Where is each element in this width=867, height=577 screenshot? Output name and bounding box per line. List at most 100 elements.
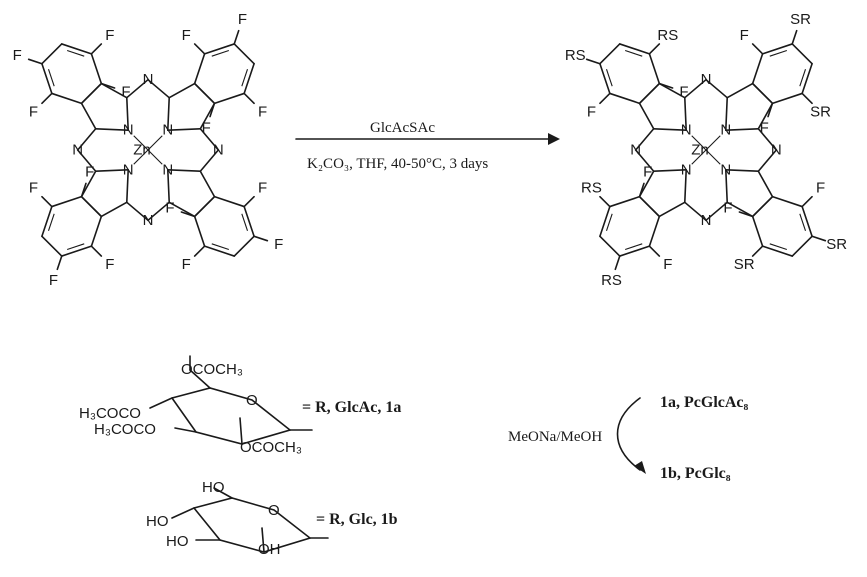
bond [213, 195, 245, 208]
bond [751, 195, 774, 218]
bond [658, 82, 674, 89]
bond [100, 82, 128, 99]
bond [243, 62, 255, 95]
glc-sugar-structure [171, 487, 329, 553]
bond [599, 235, 621, 257]
bond [243, 195, 255, 208]
bond [199, 127, 220, 151]
substituent-f: F [29, 180, 38, 197]
bond [125, 78, 149, 99]
bond [658, 201, 686, 218]
pyrrole-n: N [681, 122, 692, 139]
bond [41, 62, 53, 95]
bond [801, 62, 813, 95]
substituent-f: F [643, 164, 652, 181]
bond [211, 49, 230, 57]
bond [233, 29, 240, 45]
bond [648, 43, 661, 55]
bond [638, 182, 645, 198]
pyrrole-n: N [720, 161, 731, 178]
bond [726, 201, 754, 218]
zn-n-bond [691, 135, 707, 151]
bond [648, 215, 661, 247]
zn-n-bond [133, 135, 149, 151]
bond [605, 68, 613, 87]
bond [757, 102, 774, 130]
deprotection-reagent: MeONa/MeOH [508, 429, 602, 445]
glc-oh-left2: HO [166, 533, 189, 550]
bond [614, 255, 621, 271]
bond [100, 82, 116, 89]
bond [66, 49, 85, 57]
product-1b-label: 1b, PcGlc₈ [660, 465, 731, 482]
bond [253, 235, 269, 242]
glc-oh-top: HO [202, 479, 225, 496]
meso-n: N [701, 71, 712, 88]
glcac-left-group-2: H₃COCO [94, 421, 156, 438]
bond [166, 127, 202, 132]
zn-n-bond [705, 149, 721, 165]
bond [51, 92, 83, 105]
bond [609, 195, 641, 208]
bond [634, 149, 655, 173]
bond [624, 49, 643, 57]
bond [757, 149, 778, 173]
bond [90, 53, 103, 85]
substituent-f: F [165, 200, 174, 217]
bond [761, 43, 794, 55]
bond [751, 43, 764, 55]
zn-n-bond [691, 149, 707, 165]
meso-n: N [143, 212, 154, 229]
bond [648, 53, 661, 85]
bond [51, 195, 83, 208]
bond [125, 201, 149, 222]
glc-label: = R, Glc, 1b [316, 511, 398, 528]
bond [624, 243, 643, 251]
bond [168, 201, 196, 218]
bond [724, 168, 729, 204]
bond [811, 235, 827, 242]
substituent-f: F [816, 180, 825, 197]
bond [757, 170, 774, 198]
bond [199, 102, 216, 130]
bond [801, 195, 813, 208]
bond [90, 43, 103, 55]
substituent-rs: RS [657, 27, 678, 44]
bond [41, 235, 63, 257]
substituent-f: F [29, 103, 38, 120]
bond [799, 68, 807, 87]
bond [66, 243, 85, 251]
glc-o-ring: O [268, 502, 280, 519]
bond [683, 201, 707, 222]
bond [757, 127, 778, 151]
bond [771, 92, 803, 105]
substituent-rs: RS [581, 180, 602, 197]
substituent-f: F [274, 236, 283, 253]
bond [599, 43, 621, 65]
bond [652, 127, 688, 132]
substituent-f: F [760, 119, 769, 136]
bond [769, 243, 788, 251]
substituent-f: F [258, 103, 267, 120]
substituent-f: F [182, 256, 191, 273]
bond [166, 96, 171, 132]
bond [80, 82, 103, 105]
meso-n: N [701, 212, 712, 229]
bond [80, 195, 103, 218]
bond [41, 92, 53, 105]
bond [801, 205, 813, 238]
glcac-left-group-1: H₃COCO [79, 405, 141, 422]
bond [76, 149, 97, 173]
bond [90, 245, 103, 257]
glc-oh-right: OH [258, 541, 281, 558]
bond [199, 149, 220, 173]
bond [638, 170, 655, 198]
product-1a-label: 1a, PcGlcAc₈ [660, 394, 749, 411]
zn-n-bond [147, 135, 163, 151]
bond [168, 82, 196, 99]
bond [751, 82, 774, 105]
bond [638, 195, 661, 218]
bond [599, 205, 611, 238]
